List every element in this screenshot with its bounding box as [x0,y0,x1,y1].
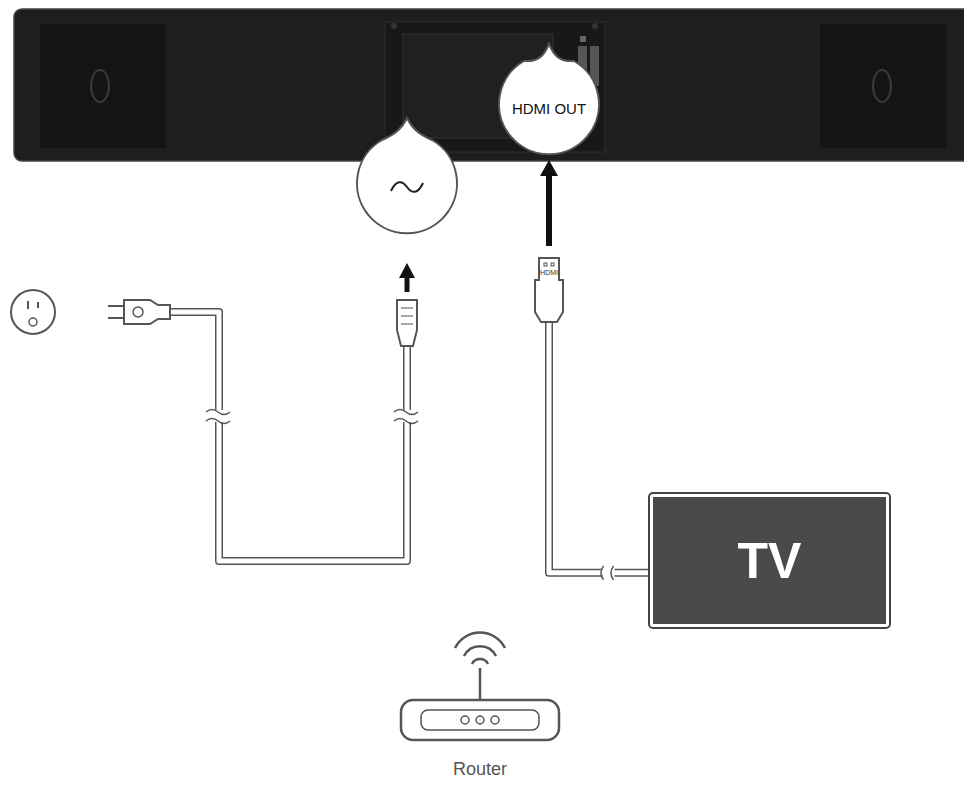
callout-outline [497,42,601,156]
power-cord [108,263,418,561]
tv-screen [653,497,886,624]
node-text: HDMI OUT [512,100,586,117]
mount-hole [873,70,891,102]
hdmi-cable [549,322,648,573]
arrow-head [540,160,558,176]
node-text: TV [738,532,802,590]
power-callout [357,118,457,233]
tv-box: TV [648,492,891,629]
plug-pin [551,263,554,266]
hdmi-plug [535,258,563,322]
speaker-panel [40,24,166,148]
router-icon [401,633,559,740]
soundbar [14,9,964,161]
callout-bubble [357,118,457,233]
break-mark [601,566,614,580]
cable-group [535,160,648,580]
tv-frame [649,493,890,628]
plug-label: HDMI [540,269,558,276]
insert-arrow [546,174,552,246]
ac-symbol [391,182,423,192]
soundbar-body [14,9,964,161]
port-mark [580,36,586,42]
wall-outlet [11,290,55,334]
speaker-panel [820,24,946,148]
callout-bubble [499,44,599,154]
screw [592,23,598,29]
cable-core [549,322,648,573]
callout-bubble: HDMI OUT [497,42,601,156]
screw [391,23,397,29]
device-label: Router [453,759,507,780]
mount-hole [91,70,109,102]
plug-pin [544,263,547,266]
